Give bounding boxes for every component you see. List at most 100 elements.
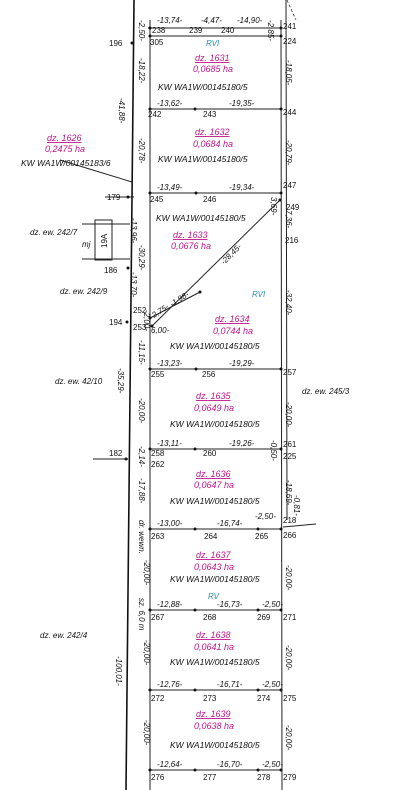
- svg-text:268: 268: [203, 613, 217, 622]
- ew-label-242-7: dz. ew. 242/7: [30, 228, 78, 237]
- plot-1635: dz. 1635 0,0649 ha KW WA1W/00145180/5: [170, 391, 260, 429]
- svg-text:276: 276: [151, 773, 165, 782]
- svg-text:245: 245: [150, 195, 164, 204]
- plot-area: 0,0676 ha: [171, 241, 211, 251]
- svg-text:-18,05-: -18,05-: [284, 60, 293, 86]
- land-register-number: KW WA1W/00145180/5: [170, 419, 260, 429]
- svg-text:218: 218: [283, 516, 297, 525]
- svg-text:260: 260: [203, 449, 217, 458]
- svg-text:-35,29-: -35,29-: [116, 368, 125, 394]
- svg-text:-13,70-: -13,70-: [129, 272, 138, 298]
- land-class-label: RV: [208, 592, 220, 601]
- svg-text:-16,73-: -16,73-: [217, 600, 243, 609]
- svg-text:-19,29-: -19,29-: [229, 359, 255, 368]
- land-class-label: RVI: [252, 290, 266, 299]
- land-class-label: RVI: [206, 39, 220, 48]
- right-tick-line: [282, 523, 317, 528]
- dimensions-horizontal: -13,74- -4,47- -14,90- -13,62- -19,35- -…: [157, 16, 283, 769]
- svg-text:-20,78-: -20,78-: [137, 138, 146, 164]
- plot-area: 0,0744 ha: [213, 326, 253, 336]
- far-right-boundary-line: [285, 0, 288, 521]
- svg-text:271: 271: [283, 613, 297, 622]
- plot-area: 0,0647 ha: [194, 480, 234, 490]
- plot-1633: KW WA1W/00145180/5 dz. 1633 0,0676 ha: [156, 213, 246, 251]
- land-register-number: KW WA1W/00145180/5: [170, 341, 260, 351]
- plot-number: dz. 1626: [47, 133, 82, 143]
- svg-text:274: 274: [257, 694, 271, 703]
- plot-area: 0,0685 ha: [193, 64, 233, 74]
- plot-area: 0,0649 ha: [194, 403, 234, 413]
- left-plot-pointer: [59, 159, 133, 183]
- building-19a: [94, 219, 113, 261]
- diagonal-short-line: [149, 291, 201, 319]
- svg-text:269: 269: [257, 613, 271, 622]
- svg-text:7,36-: 7,36-: [284, 210, 293, 229]
- svg-text:-2,50-: -2,50-: [262, 680, 283, 689]
- land-register-number: KW WA1W/00145180/5: [158, 154, 248, 164]
- svg-text:-20,00-: -20,00-: [137, 398, 146, 424]
- svg-text:-13,49-: -13,49-: [157, 183, 183, 192]
- road-edge-line: [125, 0, 135, 790]
- svg-text:-20,00-: -20,00-: [142, 720, 151, 746]
- svg-text:196: 196: [109, 39, 123, 48]
- svg-text:266: 266: [283, 531, 297, 540]
- dimensions-right: -2,85- -18,05- -20,79- 3,69- 7,36- -32,4…: [266, 20, 301, 751]
- svg-text:242: 242: [148, 110, 162, 119]
- ew-label-245-3: dz. ew. 245/3: [302, 387, 350, 396]
- plot-number: dz. 1638: [196, 630, 231, 640]
- svg-text:-4,47-: -4,47-: [201, 16, 222, 25]
- diagonal-boundary-line: [151, 199, 281, 327]
- svg-text:-20,00-: -20,00-: [284, 402, 293, 428]
- plot-area: 0,0684 ha: [193, 139, 233, 149]
- svg-text:-2,50-: -2,50-: [137, 20, 146, 41]
- land-register-number: KW WA1W/00145180/5: [158, 82, 248, 92]
- svg-text:-20,00-: -20,00-: [284, 725, 293, 751]
- svg-text:263: 263: [151, 532, 165, 541]
- svg-text:-19,26-: -19,26-: [229, 439, 255, 448]
- svg-text:273: 273: [203, 694, 217, 703]
- svg-text:-2,14-: -2,14-: [137, 446, 146, 467]
- dimensions-diagonal: -28,45- 2,75- -1,98-: [149, 242, 243, 320]
- svg-text:243: 243: [203, 110, 217, 119]
- svg-text:-20,00-: -20,00-: [142, 640, 151, 666]
- svg-text:-41,88-: -41,88-: [117, 98, 126, 124]
- svg-text:240: 240: [221, 26, 235, 35]
- svg-text:-0,81-: -0,81-: [292, 495, 301, 516]
- land-register-number: KW WA1W/00145180/5: [170, 574, 260, 584]
- svg-text:-20,00-: -20,00-: [142, 560, 151, 586]
- building-number-label: 19A: [100, 233, 109, 248]
- plot-1631: RVI dz. 1631 0,0685 ha KW WA1W/00145180/…: [158, 39, 248, 92]
- land-register-number: KW WA1W/00145180/5: [170, 740, 260, 750]
- svg-text:-14,90-: -14,90-: [237, 16, 263, 25]
- land-register-number: KW WA1W/00145180/5: [170, 657, 260, 667]
- point-numbers: 238 239 240 241 305 224 196 242 243 244 …: [104, 22, 300, 782]
- svg-text:267: 267: [151, 613, 165, 622]
- plot-number: dz. 1639: [196, 709, 231, 719]
- svg-text:-2,50-: -2,50-: [262, 600, 283, 609]
- svg-text:-18,22-: -18,22-: [137, 58, 146, 84]
- svg-text:-12,64-: -12,64-: [157, 760, 183, 769]
- svg-text:182: 182: [109, 449, 123, 458]
- plot-1626: dz. 1626 0,2475 ha KW WA1W/00145183/6: [21, 133, 111, 168]
- plot-1638: dz. 1638 0,0641 ha KW WA1W/00145180/5: [170, 630, 260, 667]
- dimensions-left: -2,50- -18,22- -20,78- -13,96- -30,29- -…: [129, 20, 170, 746]
- plot-1637: dz. 1637 0,0643 ha KW WA1W/00145180/5 RV: [170, 550, 260, 601]
- plot-number: dz. 1637: [196, 550, 232, 560]
- ew-label-242-4: dz. ew. 242/4: [40, 631, 88, 640]
- svg-text:264: 264: [204, 532, 218, 541]
- right-dashed-line: [286, 0, 297, 21]
- svg-text:253: 253: [133, 323, 147, 332]
- plot-1634: RVI dz. 1634 0,0744 ha KW WA1W/00145180/…: [170, 290, 266, 351]
- plot-1639: dz. 1639 0,0638 ha KW WA1W/00145180/5: [170, 709, 260, 750]
- svg-text:-13,62-: -13,62-: [157, 99, 183, 108]
- land-register-number: KW WA1W/00145180/5: [156, 213, 246, 223]
- svg-text:-16,70-: -16,70-: [217, 760, 243, 769]
- svg-text:-0,50-: -0,50-: [269, 440, 278, 461]
- svg-text:-1,98-: -1,98-: [168, 290, 191, 309]
- svg-text:-2,50-: -2,50-: [255, 512, 276, 521]
- svg-text:261: 261: [283, 440, 297, 449]
- plot-1636: dz. 1636 0,0647 ha KW WA1W/00145180/5: [170, 469, 260, 506]
- svg-text:-20,00-: -20,00-: [284, 645, 293, 671]
- plot-number: dz. 1635: [196, 391, 232, 401]
- svg-text:-2,00-: -2,00-: [142, 310, 151, 331]
